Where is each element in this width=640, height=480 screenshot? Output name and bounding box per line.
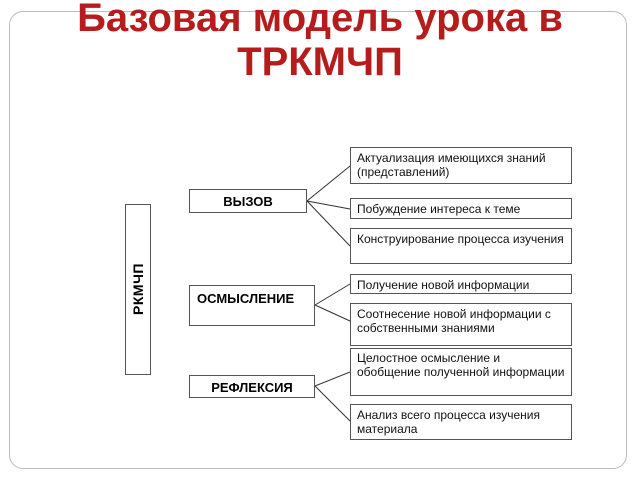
stage-osmyslenie: ОСМЫСЛЕНИЕ: [189, 285, 315, 326]
item-pobuzhdenie: Побуждение интереса к теме: [350, 198, 572, 219]
connector-refleksiya-2: [314, 385, 351, 422]
connector-vyzov-2: [306, 200, 351, 210]
item-konstruirovanie: Конструирование процесса изучения: [350, 228, 572, 264]
stage-vyzov: ВЫЗОВ: [189, 189, 307, 213]
stage-osmyslenie-label: ОСМЫСЛЕНИЕ: [197, 291, 295, 306]
item-aktualizatsiya: Актуализация имеющихся знаний (представл…: [350, 147, 572, 184]
stage-refleksiya-label: РЕФЛЕКСИЯ: [211, 380, 293, 395]
item-sootnesenie: Соотнесение новой информации с собственн…: [350, 303, 572, 346]
slide-title-line-1: Базовая модель урока в: [77, 0, 563, 40]
connector-refleksiya-1: [314, 371, 351, 387]
connector-osmyslenie-2: [314, 304, 351, 322]
stage-refleksiya: РЕФЛЕКСИЯ: [189, 375, 315, 398]
slide-title-line-2: ТРКМЧП: [237, 40, 403, 84]
side-label-text: РКМЧП: [130, 263, 146, 315]
item-poluchenie: Получение новой информации: [350, 274, 572, 294]
stage-vyzov-label: ВЫЗОВ: [223, 194, 273, 209]
connector-vyzov-3: [306, 200, 351, 247]
connector-vyzov-1: [306, 165, 351, 202]
item-tselostnoe: Целостное осмысление и обобщение получен…: [350, 348, 572, 396]
side-label-box: [125, 204, 151, 375]
item-analiz: Анализ всего процесса изучения материала: [350, 404, 572, 440]
connector-osmyslenie-1: [314, 283, 351, 306]
slide-frame: [9, 11, 627, 469]
